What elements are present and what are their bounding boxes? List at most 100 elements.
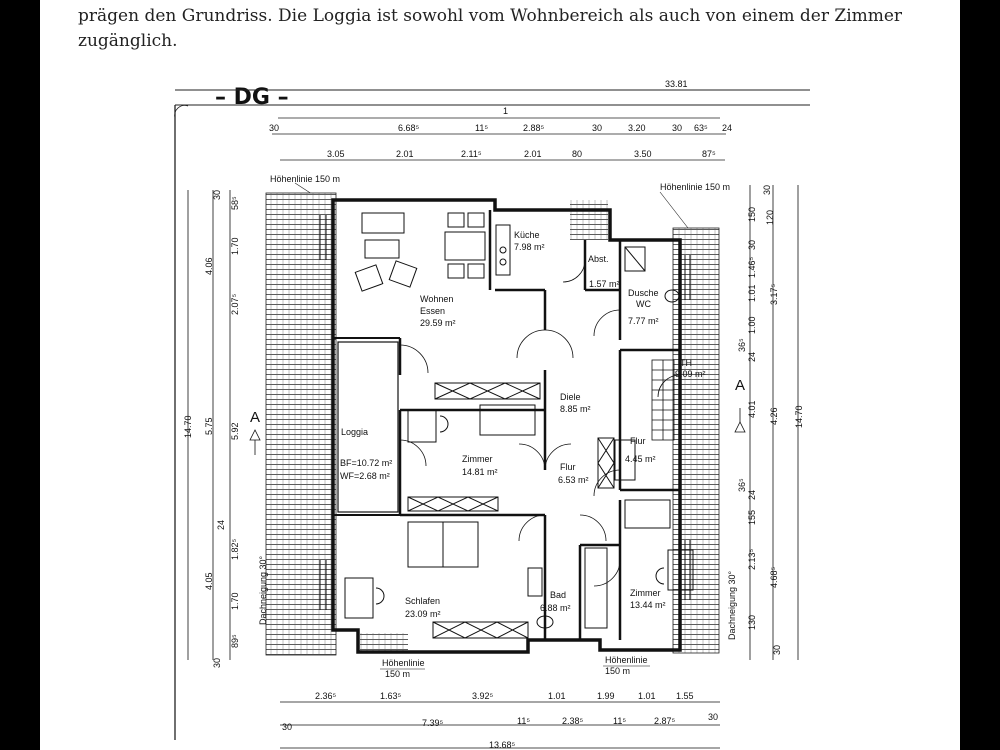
room-labels: Küche 7.98 m² Abst. 1.57 m² Dusche WC 7.… xyxy=(340,230,706,619)
bathtub xyxy=(584,547,608,629)
desk-1 xyxy=(407,409,437,443)
room-flur1-name: Flur xyxy=(560,462,576,472)
section-markers: A A xyxy=(249,377,746,455)
svg-text:2.36⁵: 2.36⁵ xyxy=(315,691,337,701)
svg-text:89⁵: 89⁵ xyxy=(230,634,240,648)
room-abst-area: 1.57 m² xyxy=(589,279,620,289)
dining-table xyxy=(444,231,486,261)
svg-text:2.88⁵: 2.88⁵ xyxy=(523,123,545,133)
table xyxy=(364,239,400,259)
roof-pitch-right: Dachneigung 30° xyxy=(727,570,737,640)
room-loggia-name: Loggia xyxy=(341,427,368,437)
svg-text:3.17⁵: 3.17⁵ xyxy=(769,283,779,305)
room-th-area: 9.09 m² xyxy=(675,369,706,379)
svg-text:1.55: 1.55 xyxy=(676,691,694,701)
svg-text:4.01: 4.01 xyxy=(747,400,757,418)
floor-plan-drawing: – DG – 33.81 1 30 6.68⁵ 11⁵ 2.88⁵ 30 3.2… xyxy=(174,79,810,750)
room-dusche-area: 7.77 m² xyxy=(628,316,659,326)
bad-washbasin xyxy=(527,567,543,597)
svg-text:1.01: 1.01 xyxy=(747,284,757,302)
door-swings xyxy=(399,259,681,587)
svg-text:150: 150 xyxy=(747,207,757,222)
height-line-bottom-left-1: Höhenlinie xyxy=(382,658,425,668)
svg-text:11⁵: 11⁵ xyxy=(517,716,530,726)
svg-text:3.20: 3.20 xyxy=(628,123,646,133)
svg-text:30: 30 xyxy=(592,123,602,133)
room-wohnen-name2: Essen xyxy=(420,306,445,316)
svg-text:30: 30 xyxy=(269,123,279,133)
svg-text:7.39⁵: 7.39⁵ xyxy=(422,718,444,728)
svg-text:14.70: 14.70 xyxy=(183,415,193,438)
top-dim-row1: 1 xyxy=(503,106,508,116)
room-zimmer1-area: 14.81 m² xyxy=(462,467,498,477)
top-dim-row3: 3.05 2.01 2.11⁵ 2.01 80 3.50 87⁵ xyxy=(280,149,725,161)
right-dimension-chains: 14.70 3.17⁵ 4.26 4.68⁵ 30 120 150 30 1.4… xyxy=(737,185,804,660)
room-flur2-name: Flur xyxy=(630,436,646,446)
building-outline xyxy=(331,198,682,654)
wardrobes xyxy=(407,382,615,639)
svg-text:30: 30 xyxy=(762,185,772,195)
svg-text:30: 30 xyxy=(672,123,682,133)
height-line-top-right: Höhenlinie 150 m xyxy=(660,182,730,192)
svg-text:4.68⁵: 4.68⁵ xyxy=(769,566,779,588)
room-th-name: TH xyxy=(680,358,692,368)
room-kueche-area: 7.98 m² xyxy=(514,242,545,252)
kitchen-counter xyxy=(495,224,511,276)
shower-tray xyxy=(624,246,646,272)
svg-text:1.99: 1.99 xyxy=(597,691,615,701)
svg-text:130: 130 xyxy=(747,615,757,630)
room-flur1-area: 6.53 m² xyxy=(558,475,589,485)
svg-text:24: 24 xyxy=(216,520,226,530)
room-kueche-name: Küche xyxy=(514,230,540,240)
svg-text:2.01: 2.01 xyxy=(524,149,542,159)
svg-text:63⁵: 63⁵ xyxy=(694,123,708,133)
room-wohnen-area: 29.59 m² xyxy=(420,318,456,328)
corner-arc xyxy=(174,105,189,119)
top-dim-row2: 30 6.68⁵ 11⁵ 2.88⁵ 30 3.20 30 63⁵ 24 xyxy=(269,123,732,135)
roof-left-hatch xyxy=(265,192,337,656)
svg-text:30: 30 xyxy=(212,190,222,200)
height-line-bottom-left-2: 150 m xyxy=(385,669,410,679)
room-bad-area: 6.88 m² xyxy=(540,603,571,613)
roof-pitch-left: Dachneigung 30° xyxy=(258,555,268,625)
overall-width-dim: 33.81 xyxy=(665,79,688,89)
room-flur2-area: 4.45 m² xyxy=(625,454,656,464)
svg-text:120: 120 xyxy=(765,210,775,225)
svg-text:30: 30 xyxy=(747,240,757,250)
room-wohnen-name: Wohnen xyxy=(420,294,453,304)
svg-text:1.01: 1.01 xyxy=(638,691,656,701)
svg-text:155: 155 xyxy=(747,510,757,525)
room-dusche-name: Dusche xyxy=(628,288,659,298)
svg-text:2.87⁵: 2.87⁵ xyxy=(654,716,676,726)
room-loggia-bf: BF=10.72 m² xyxy=(340,458,392,468)
svg-text:24: 24 xyxy=(747,490,757,500)
svg-text:4.06: 4.06 xyxy=(204,257,214,275)
svg-text:3.50: 3.50 xyxy=(634,149,652,159)
floor-label: – DG – xyxy=(215,85,289,110)
svg-text:1.70: 1.70 xyxy=(230,237,240,255)
svg-text:14.70: 14.70 xyxy=(794,405,804,428)
svg-text:30: 30 xyxy=(282,722,292,732)
svg-text:13.68⁵: 13.68⁵ xyxy=(489,740,516,750)
document-page: prägen den Grundriss. Die Loggia ist sow… xyxy=(40,0,960,750)
staircase xyxy=(651,359,675,441)
svg-text:3.05: 3.05 xyxy=(327,149,345,159)
desk-3 xyxy=(667,549,694,591)
room-zimmer2-area: 13.44 m² xyxy=(630,600,666,610)
paragraph-line-2: zugänglich. xyxy=(78,31,178,51)
room-abst-name: Abst. xyxy=(588,254,609,264)
svg-text:4.05: 4.05 xyxy=(204,572,214,590)
svg-text:30: 30 xyxy=(212,658,222,668)
left-dimension-chains: 14.70 4.06 5.75 4.05 30 58⁵ 1.70 2.07⁵ 5… xyxy=(183,190,240,668)
bed-zimmer2 xyxy=(624,499,671,529)
svg-text:2.11⁵: 2.11⁵ xyxy=(461,149,482,159)
svg-text:36⁵: 36⁵ xyxy=(737,478,747,492)
svg-text:30: 30 xyxy=(772,645,782,655)
svg-text:3.92⁵: 3.92⁵ xyxy=(472,691,494,701)
interior-walls xyxy=(398,210,680,640)
svg-text:11⁵: 11⁵ xyxy=(475,123,488,133)
height-line-bottom-right-1: Höhenlinie xyxy=(605,655,648,665)
svg-text:2.38⁵: 2.38⁵ xyxy=(562,716,584,726)
room-zimmer2-name: Zimmer xyxy=(630,588,661,598)
svg-text:1.82⁵: 1.82⁵ xyxy=(230,538,240,560)
